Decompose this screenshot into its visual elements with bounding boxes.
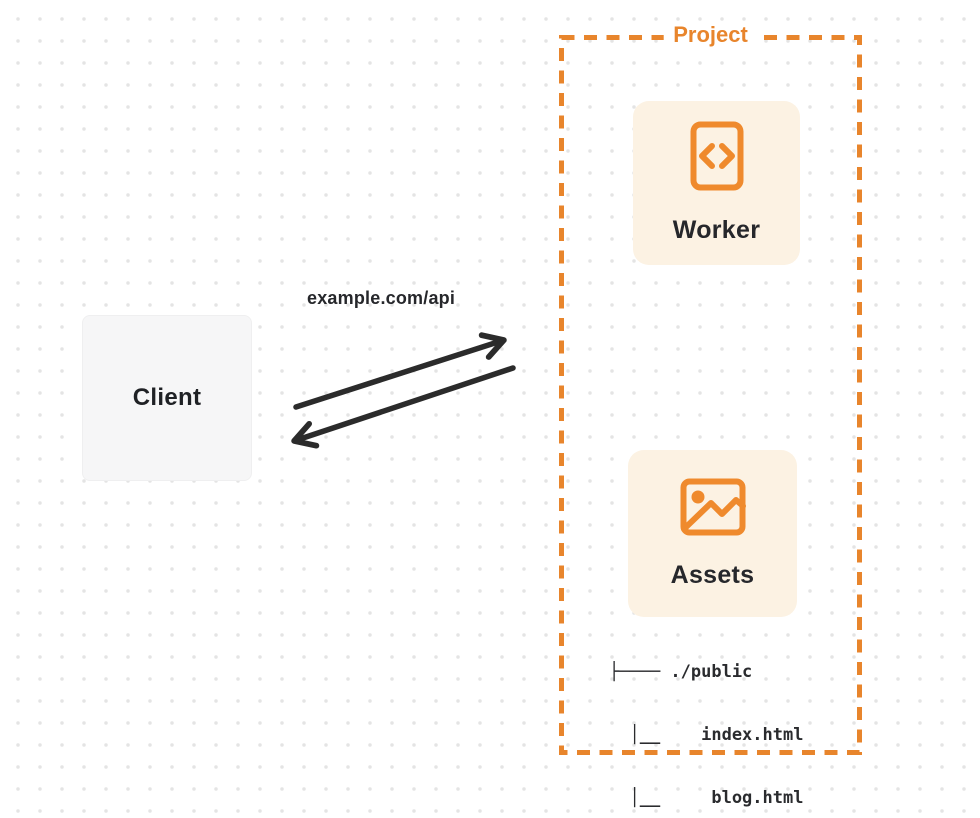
project-container: Project (559, 22, 862, 755)
image-icon (680, 478, 746, 541)
assets-node: Assets (628, 450, 797, 617)
assets-file-tree: ├──── ./public │__ index.html │__ blog.h… (609, 620, 803, 818)
client-label: Client (132, 384, 202, 411)
project-dashed-border (559, 35, 862, 755)
request-url-label: example.com/api (307, 288, 456, 308)
worker-node: Worker (633, 101, 800, 265)
file-tree-line: │__ blog.html (609, 788, 804, 808)
client-node: Client (82, 315, 252, 481)
code-file-icon (690, 121, 744, 196)
project-title: Project (663, 22, 758, 48)
assets-label: Assets (670, 560, 755, 589)
file-tree-line: │__ index.html (609, 725, 804, 745)
file-tree-line: ├──── ./public (609, 662, 753, 682)
request-arrow (293, 332, 507, 410)
response-arrow (291, 365, 516, 449)
worker-label: Worker (672, 216, 761, 244)
